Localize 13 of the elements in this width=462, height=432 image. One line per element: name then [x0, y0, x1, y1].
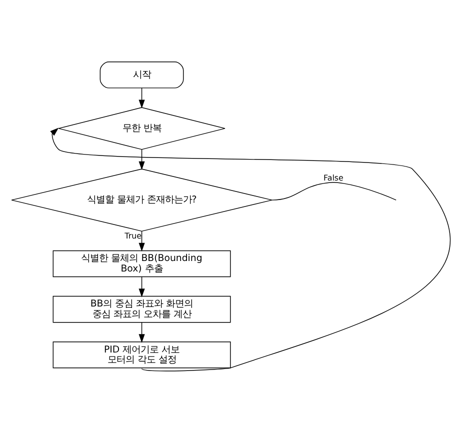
- arrow: [138, 276, 145, 297]
- arrow: [50, 127, 451, 371]
- arrow: [138, 230, 145, 252]
- node-diamond: 식별할 물체가 존재하는가?: [11, 168, 272, 232]
- node-diamond: 무한 반복: [58, 106, 226, 150]
- arrow: [138, 322, 145, 342]
- arrow: [138, 87, 145, 108]
- node-box: PID 제어기로 서보 모터의 각도 설정: [52, 341, 231, 368]
- node-box: BB의 중심 좌표와 화면의 중심 좌표의 오차를 계산: [52, 295, 231, 322]
- arrow: [138, 148, 145, 170]
- connector: [272, 182, 396, 200]
- node-box: 시작: [100, 61, 184, 88]
- node-box: 식별한 물체의 BB(Bounding Box) 추출: [52, 250, 231, 277]
